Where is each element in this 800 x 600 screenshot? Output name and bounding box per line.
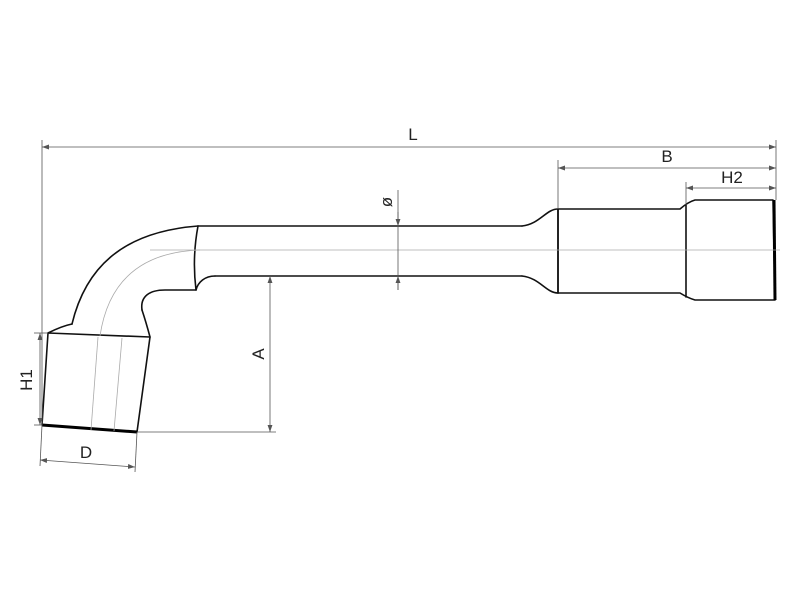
label-L: L <box>408 125 417 144</box>
label-D: D <box>80 443 92 462</box>
label-diameter: ø <box>377 197 396 207</box>
label-A: A <box>249 348 268 360</box>
label-B: B <box>661 147 672 166</box>
shaft-taper-top <box>521 208 559 227</box>
wrench-body <box>41 199 780 434</box>
bent-socket-head <box>41 332 151 433</box>
elbow-inner <box>140 275 216 311</box>
dimensions: L B H2 ø A H1 D <box>17 125 777 473</box>
extension-line-D-right <box>134 431 138 473</box>
bent-socket-facet <box>90 336 99 431</box>
elbow-outer <box>71 225 199 325</box>
label-H1: H1 <box>17 369 36 391</box>
bent-socket-base-edge <box>41 423 138 434</box>
label-H2: H2 <box>721 168 743 187</box>
bent-socket-facet-2 <box>113 337 123 432</box>
elbow-collar <box>193 225 199 291</box>
dimension-line-D <box>39 458 136 469</box>
bent-socket-neck <box>47 309 151 338</box>
shaft-taper-bottom <box>521 275 559 294</box>
center-line-elbow <box>99 249 201 337</box>
